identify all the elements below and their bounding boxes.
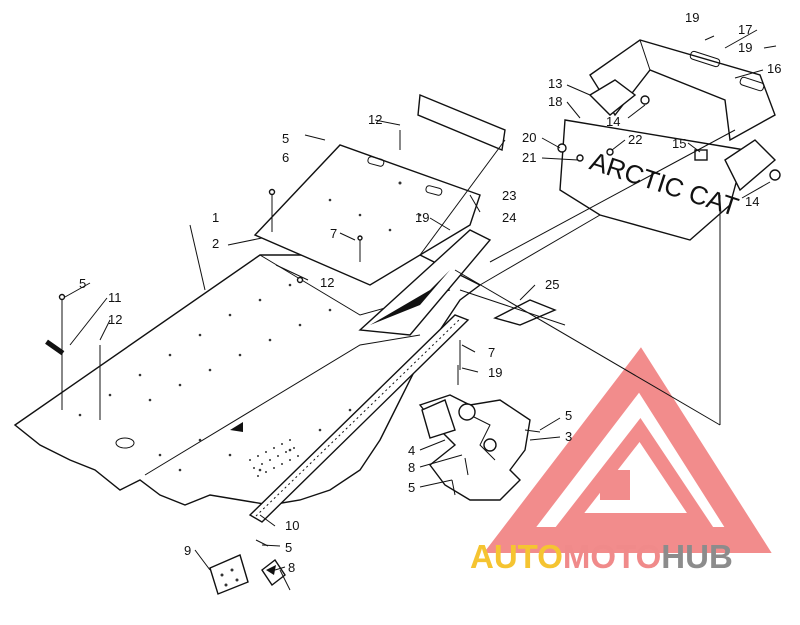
callout-15: 15	[672, 136, 686, 151]
bottom-plate	[209, 554, 286, 595]
callout-21: 21	[522, 150, 536, 165]
svg-text:AUTOMOTOHUB: AUTOMOTOHUB	[470, 538, 733, 575]
callouts: 1 2 3 4 5 5 5 5 5 6 7 7 8 8 9 10 11 12 1…	[79, 10, 781, 575]
callout-5-left: 5	[79, 276, 86, 291]
lower-brackets	[418, 394, 531, 501]
long-rail	[248, 314, 470, 523]
callout-5-lower: 5	[408, 480, 415, 495]
watermark-wordmark: AUTOMOTOHUB	[470, 538, 733, 575]
callout-8-bottom: 8	[288, 560, 295, 575]
callout-5-bottom: 5	[285, 540, 292, 555]
callout-5-bracket: 5	[565, 408, 572, 423]
callout-12-top: 12	[368, 112, 382, 127]
callout-24: 24	[502, 210, 516, 225]
watermark-auto: AUTO	[470, 538, 563, 575]
callout-23: 23	[502, 188, 516, 203]
callout-17: 17	[738, 22, 752, 37]
callout-12-mid: 12	[320, 275, 334, 290]
fasteners	[45, 35, 777, 591]
callout-10: 10	[285, 518, 299, 533]
callout-9: 9	[184, 543, 191, 558]
callout-19-top: 19	[685, 10, 699, 25]
callout-22: 22	[628, 132, 642, 147]
callout-3: 3	[565, 429, 572, 444]
callout-16: 16	[767, 61, 781, 76]
mud-flap	[493, 299, 557, 326]
callout-7-top: 7	[330, 226, 337, 241]
callout-5-top: 5	[282, 131, 289, 146]
callout-19-right: 19	[738, 40, 752, 55]
callout-19-cover: 19	[415, 210, 429, 225]
callout-20: 20	[522, 130, 536, 145]
callout-12-left: 12	[108, 312, 122, 327]
callout-18: 18	[548, 94, 562, 109]
watermark-logo-icon	[483, 347, 772, 553]
leader-lines	[64, 29, 771, 571]
callout-19-rail: 19	[488, 365, 502, 380]
snowflap-assembly: ARCTIC CAT	[557, 39, 781, 241]
callout-4: 4	[408, 443, 415, 458]
callout-8-bracket: 8	[408, 460, 415, 475]
callout-25: 25	[545, 277, 559, 292]
watermark-hub: HUB	[661, 538, 733, 575]
side-rail-decal	[358, 229, 492, 336]
callout-6: 6	[282, 150, 289, 165]
callout-1: 1	[212, 210, 219, 225]
callout-11: 11	[108, 290, 122, 305]
callout-7-rail: 7	[488, 345, 495, 360]
callout-13: 13	[548, 76, 562, 91]
callout-14-right: 14	[745, 194, 759, 209]
callout-2: 2	[212, 236, 219, 251]
decal-pad	[417, 93, 506, 151]
watermark-moto: MOTO	[563, 538, 661, 575]
callout-14-top: 14	[606, 114, 620, 129]
